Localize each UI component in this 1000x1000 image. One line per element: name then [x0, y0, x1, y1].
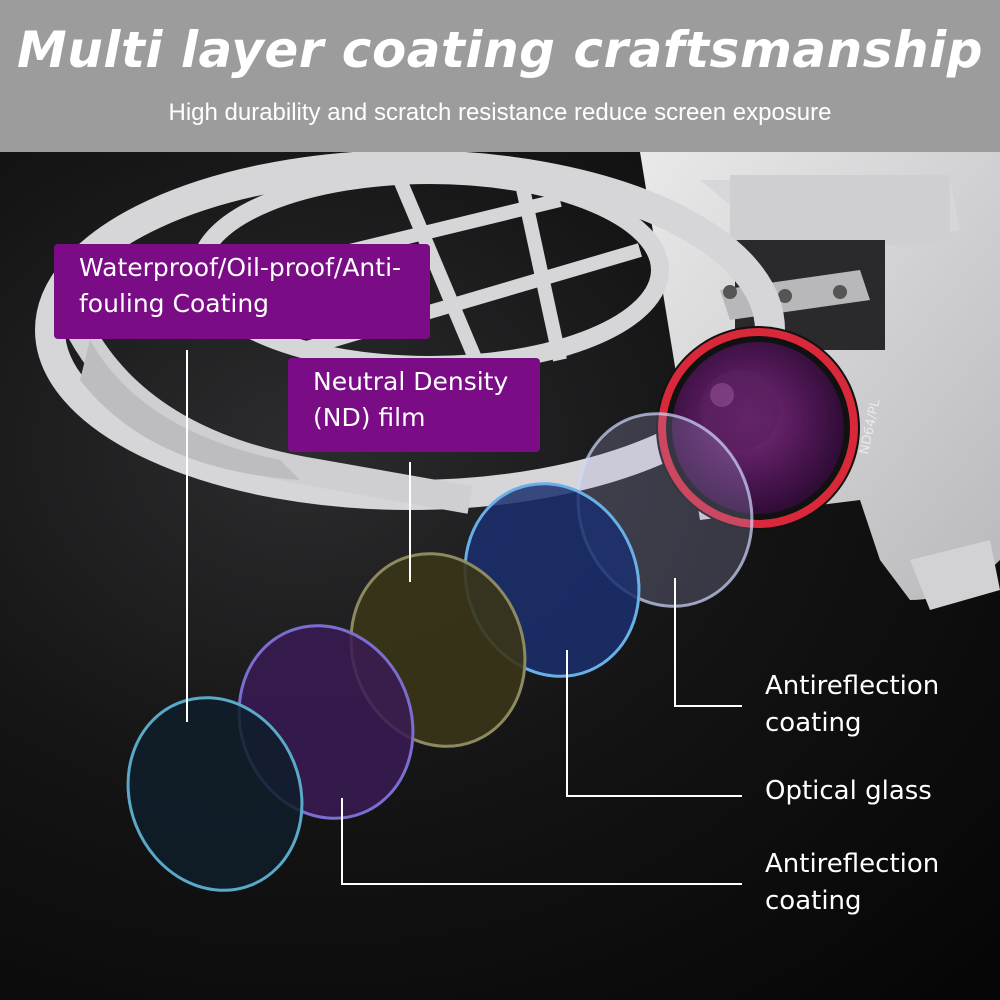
label-optical-glass: Optical glass: [765, 776, 932, 806]
callout-nd-film: Neutral Density (ND) film: [288, 358, 540, 452]
callout-waterproof-coating: Waterproof/Oil-proof/Anti-fouling Coatin…: [54, 244, 430, 339]
guard-edge: [80, 340, 300, 480]
label-antireflection-top: Antireflection coating: [765, 671, 940, 738]
header-banner: Multi layer coating craftsmanship High d…: [0, 0, 1000, 152]
leader-antireflection-bottom: [341, 798, 742, 885]
page-title: Multi layer coating craftsmanship: [16, 21, 984, 79]
label-antireflection-bottom: Antireflection coating: [765, 849, 940, 916]
filter-layer-waterproof: [126, 696, 304, 892]
leader-lines: [186, 350, 742, 885]
leader-optical-glass: [566, 650, 742, 797]
leader-antireflection-top: [674, 578, 742, 707]
camera-lens: [656, 326, 860, 530]
page-subtitle: High durability and scratch resistance r…: [168, 99, 832, 126]
